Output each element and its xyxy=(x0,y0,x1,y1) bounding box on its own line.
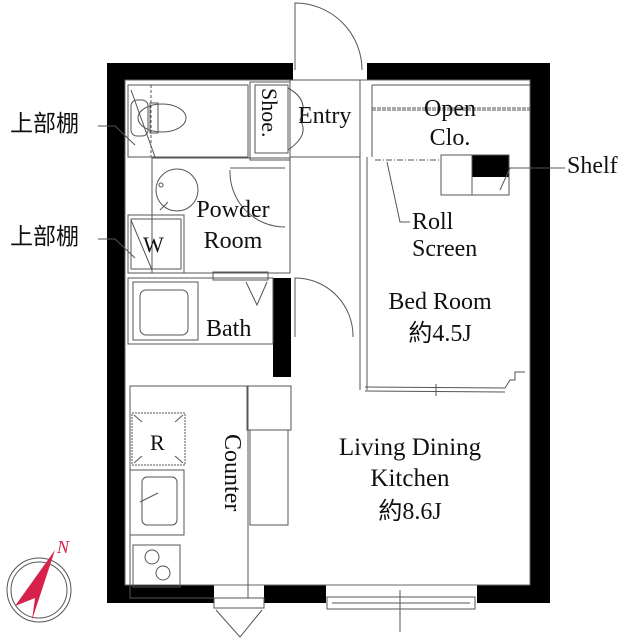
bed-room-label: Bed Room xyxy=(388,289,492,315)
entry-label: Entry xyxy=(298,103,352,129)
ldk-label-line2: Kitchen xyxy=(370,465,450,492)
open-closet-label-line1: Open xyxy=(424,96,476,122)
exterior-walls xyxy=(107,63,550,603)
upper-shelf-label-1: 上部棚 xyxy=(10,111,79,136)
bath-label: Bath xyxy=(206,316,252,342)
washer-label: W xyxy=(143,232,164,257)
shelf-label: Shelf xyxy=(567,153,618,179)
refrigerator-label: R xyxy=(150,430,165,455)
roll-screen-label-line2: Screen xyxy=(412,236,478,262)
ldk-label-line1: Living Dining xyxy=(338,434,482,461)
roll-screen-label-line1: Roll xyxy=(412,209,454,235)
compass-icon xyxy=(6,550,72,623)
upper-shelf-label-2: 上部棚 xyxy=(10,224,79,249)
shoe-cabinet-label: Shoe. xyxy=(257,88,282,138)
compass-north-label: N xyxy=(57,537,70,557)
powder-room-label-line1: Powder xyxy=(196,197,270,223)
open-closet-label-line2: Clo. xyxy=(429,125,471,151)
counter-label: Counter xyxy=(219,434,245,512)
powder-room-label-line2: Room xyxy=(203,228,263,254)
bed-room-size: 約4.5J xyxy=(408,321,472,347)
ldk-size: 約8.6J xyxy=(378,499,442,525)
